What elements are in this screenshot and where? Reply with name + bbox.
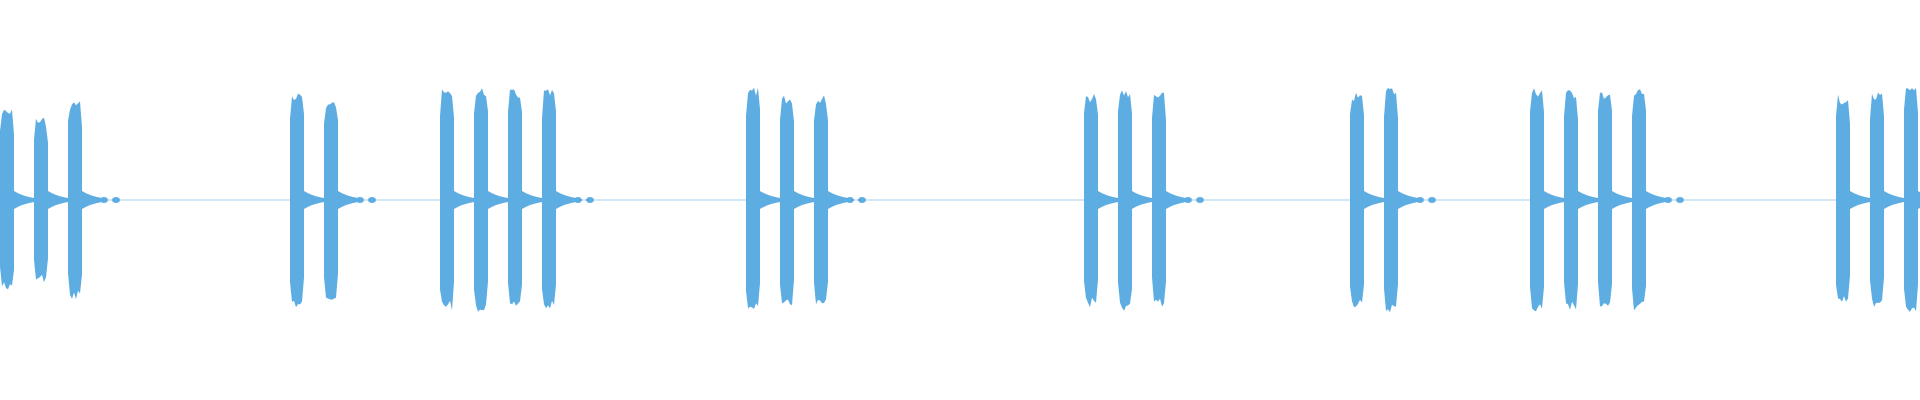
waveform-decay [1544, 191, 1564, 209]
waveform-echo [356, 197, 364, 203]
waveform-pulse [1152, 92, 1166, 307]
waveform-burst-1 [0, 101, 120, 300]
waveform-echo [1676, 197, 1684, 203]
waveform-pulse [1384, 87, 1398, 313]
waveform-pulse [1632, 89, 1646, 311]
waveform-pulse [34, 117, 48, 283]
waveform-pulse [1530, 88, 1544, 312]
waveform-decay [338, 191, 358, 209]
waveform-pulse [290, 93, 304, 308]
waveform-decay [1578, 191, 1598, 209]
waveform-echo [1416, 197, 1424, 203]
waveform-pulse [1904, 88, 1918, 312]
waveform-decay [828, 191, 848, 209]
waveform-pulse [1118, 90, 1132, 311]
waveform-pulse [440, 89, 454, 311]
waveform-decay [522, 191, 542, 209]
waveform-echo [1664, 197, 1672, 203]
waveform-pulse [814, 95, 828, 305]
waveform-pulse [1836, 94, 1850, 302]
waveform-decay [794, 191, 814, 209]
waveform-pulse [1598, 92, 1612, 307]
waveform-decay [14, 191, 34, 209]
waveform-pulse [746, 87, 760, 309]
waveform-pulse [324, 102, 338, 300]
waveform-echo [846, 197, 854, 203]
waveform-pulse [68, 101, 82, 300]
waveform-decay [1398, 191, 1418, 209]
waveform-burst-2 [290, 93, 376, 308]
waveform-pulse [0, 109, 14, 290]
waveform-burst-6 [1350, 87, 1436, 313]
waveform-echo [858, 197, 866, 203]
waveform-pulse [1870, 92, 1884, 307]
waveform-echo [100, 197, 108, 203]
waveform-decay [48, 191, 68, 209]
waveform-pulse [508, 89, 522, 306]
waveform-decay [1364, 191, 1384, 209]
waveform-echo [574, 197, 582, 203]
waveform-decay [1612, 191, 1632, 209]
waveform-echo [1428, 197, 1436, 203]
waveform-decay [1098, 191, 1118, 209]
waveform-echo [112, 197, 120, 203]
waveform-decay [1850, 191, 1870, 209]
waveform-decay [454, 191, 474, 209]
waveform-burst-8 [1836, 88, 1920, 312]
waveform-decay [556, 191, 576, 209]
waveform-decay [1646, 191, 1666, 209]
waveform-burst-4 [746, 87, 866, 309]
waveform-decay [1132, 191, 1152, 209]
waveform-burst-7 [1530, 88, 1684, 312]
waveform-pulse [542, 89, 556, 309]
waveform-pulse [1350, 92, 1364, 308]
waveform-decay [82, 191, 102, 209]
waveform-pulse [1564, 90, 1578, 310]
waveform-burst-3 [440, 88, 594, 312]
waveform-echo [1184, 197, 1192, 203]
waveform-pulse [474, 88, 488, 312]
waveform-decay [304, 191, 324, 209]
waveform-decay [1884, 191, 1904, 209]
waveform-decay [488, 191, 508, 209]
waveform-decay [1166, 191, 1186, 209]
waveform-pulse [1084, 93, 1098, 308]
waveform-echo [368, 197, 376, 203]
waveform-echo [1196, 197, 1204, 203]
waveform-bursts [0, 87, 1920, 313]
waveform-echo [586, 197, 594, 203]
waveform-pulse [780, 95, 794, 306]
waveform-decay [760, 191, 780, 209]
waveform-burst-5 [1084, 90, 1204, 311]
